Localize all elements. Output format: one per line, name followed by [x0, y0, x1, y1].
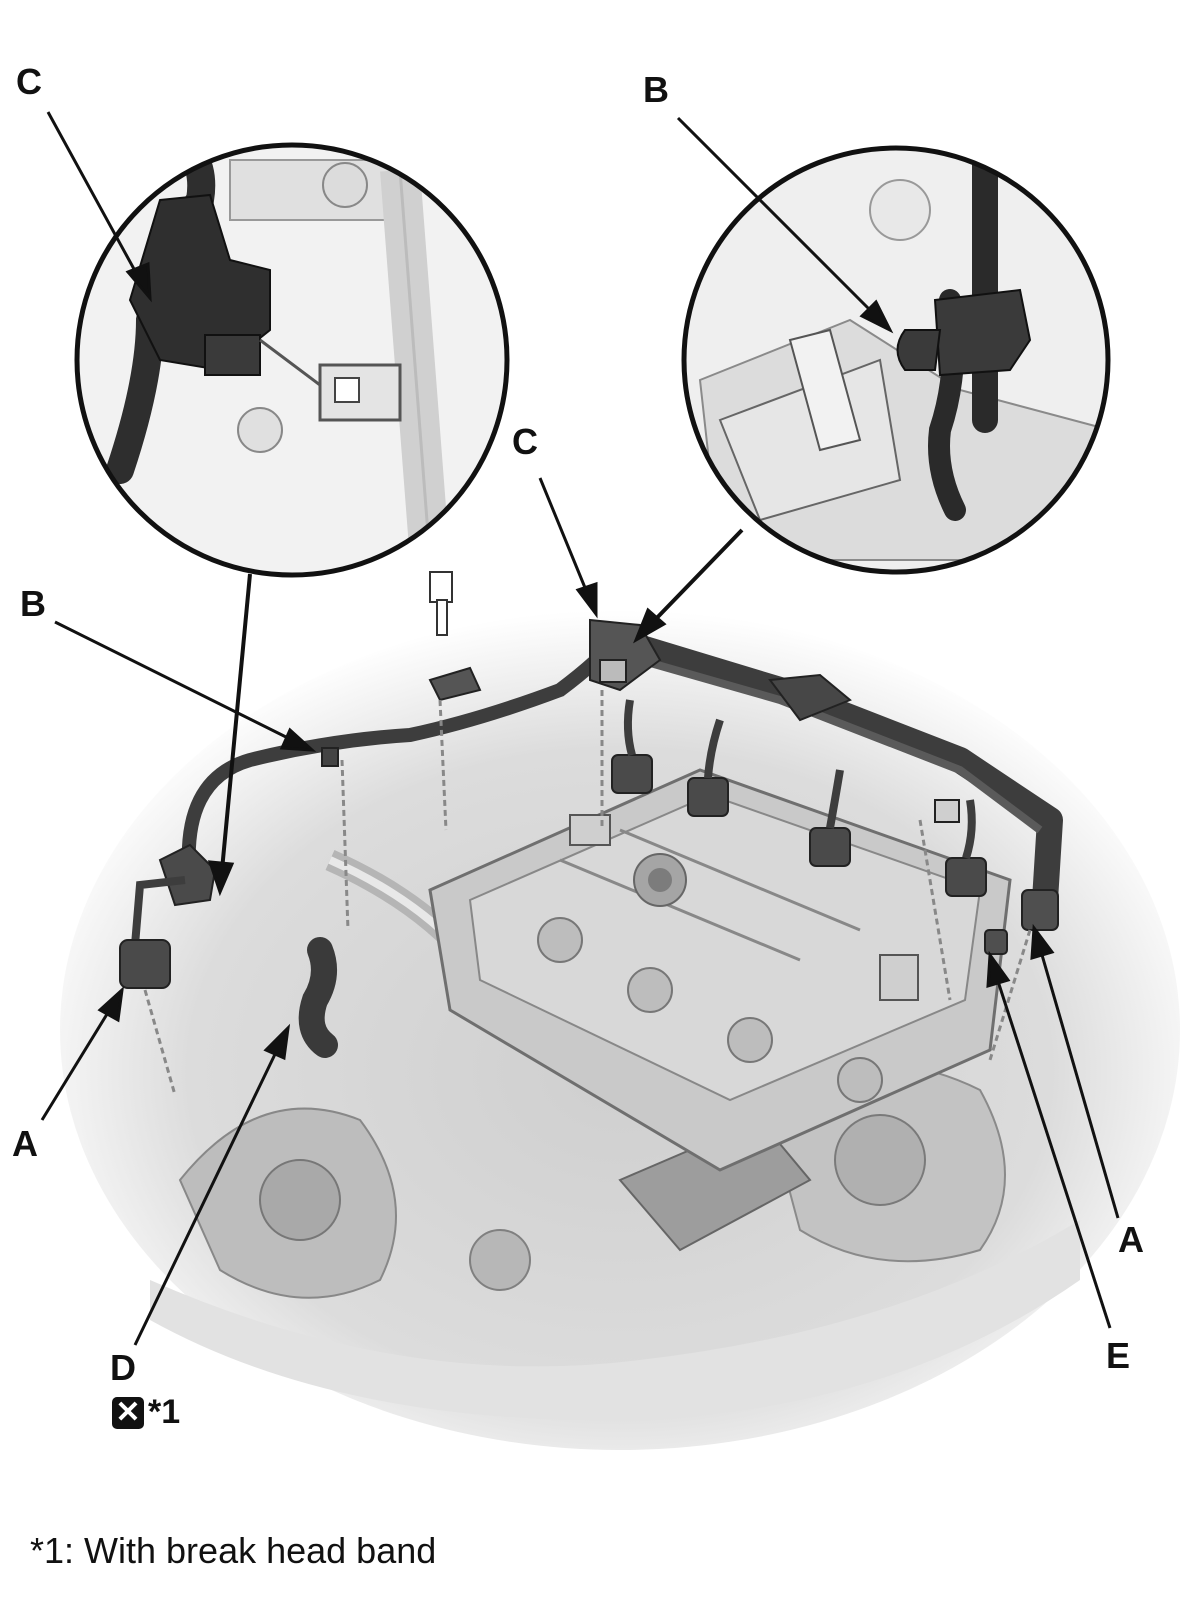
detail-circle-right	[681, 145, 1111, 575]
callout-e: E	[1106, 1335, 1131, 1376]
callout-c-top-left: C	[16, 61, 42, 102]
callout-a-left: A	[12, 1123, 38, 1164]
arrowhead-left-circle	[207, 860, 235, 897]
wire-harness	[119, 571, 1063, 1096]
callout-b-top-right: B	[643, 69, 669, 110]
arrowhead-b-left	[279, 727, 317, 752]
note-ref: *1	[148, 1393, 181, 1431]
callout-b-left: B	[20, 583, 46, 624]
valve-cover	[428, 768, 1012, 1172]
footnote: *1: With break head band	[30, 1530, 437, 1571]
callout-d: D	[110, 1347, 136, 1388]
arrowhead-c-top-left	[125, 261, 152, 303]
x-box-icon: ✕	[112, 1396, 144, 1429]
note-badge: ✕ *1	[112, 1393, 180, 1432]
arrowhead-right-circle	[633, 607, 667, 644]
detail-circle-left	[74, 142, 510, 578]
arrowhead-c-center	[575, 581, 598, 619]
arrowhead-a-right	[1030, 923, 1055, 961]
callout-a-right: A	[1118, 1219, 1144, 1260]
arrowhead-e	[986, 950, 1011, 989]
arrowhead-b-top-right	[859, 299, 894, 334]
arrowhead-d	[263, 1023, 291, 1061]
callout-arrows	[40, 111, 1120, 1346]
callout-c-center: C	[512, 421, 538, 462]
arrowhead-a-left	[97, 986, 125, 1023]
